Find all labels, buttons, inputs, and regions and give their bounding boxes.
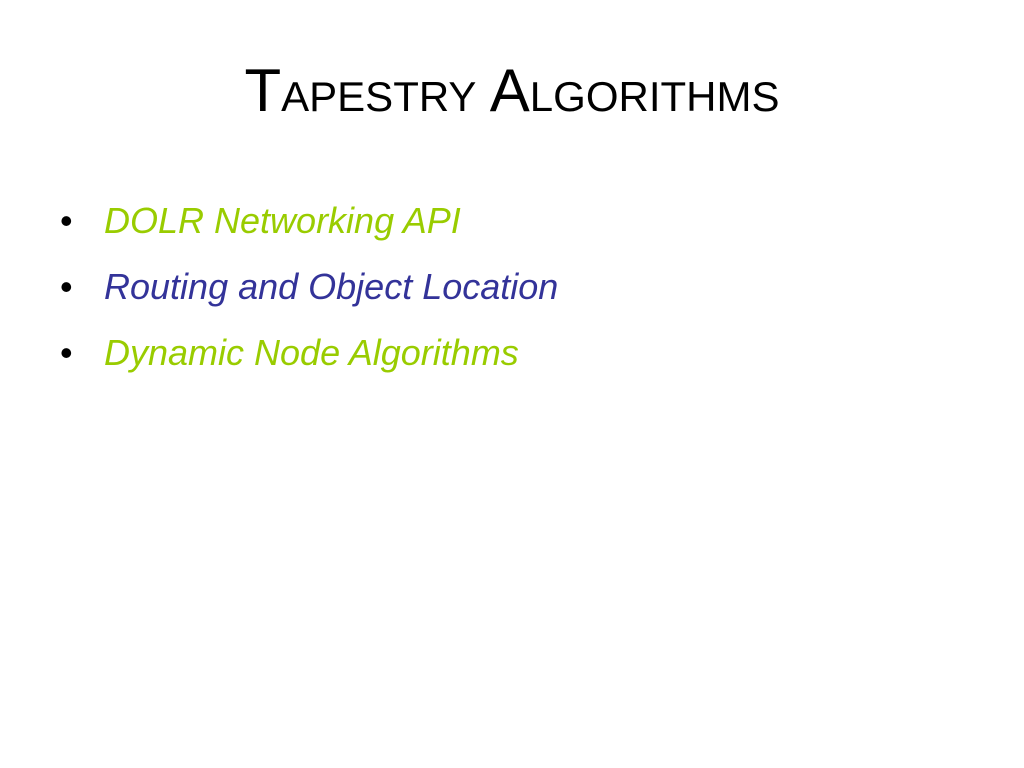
slide-title: Tapestry Algorithms bbox=[244, 57, 780, 124]
list-item: • Dynamic Node Algorithms bbox=[60, 320, 558, 386]
list-item: • Routing and Object Location bbox=[60, 254, 558, 320]
bullet-text-routing-and-object-location: Routing and Object Location bbox=[104, 266, 559, 307]
list-item: • DOLR Networking API bbox=[60, 188, 558, 254]
bullet-text-dolr-networking-api: DOLR Networking API bbox=[104, 200, 461, 241]
bullet-icon: • bbox=[60, 200, 73, 241]
bullet-icon: • bbox=[60, 266, 73, 307]
bullet-icon: • bbox=[60, 332, 73, 373]
bullet-text-dynamic-node-algorithms: Dynamic Node Algorithms bbox=[104, 332, 519, 373]
bullet-list: • DOLR Networking API • Routing and Obje… bbox=[60, 188, 558, 386]
